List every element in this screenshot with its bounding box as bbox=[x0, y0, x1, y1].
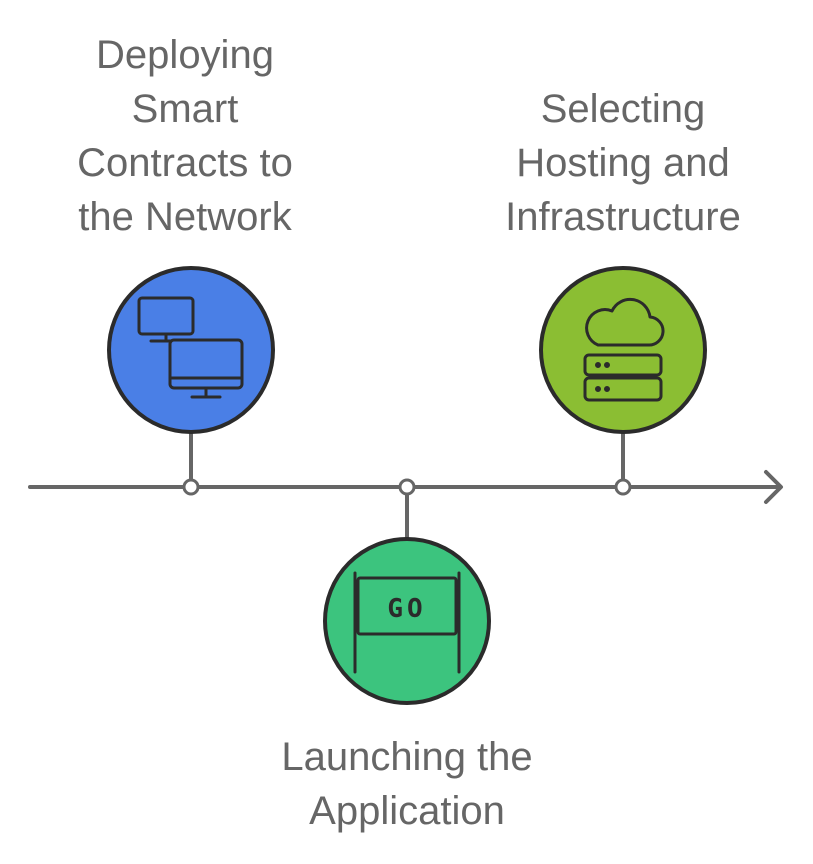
event-label-line: Contracts to bbox=[77, 141, 293, 185]
event-marker-deploying bbox=[182, 478, 200, 496]
event-label-line: Application bbox=[309, 789, 505, 833]
event-circle-launching bbox=[323, 537, 491, 705]
event-label-line: Infrastructure bbox=[505, 195, 741, 239]
event-circle-selecting bbox=[539, 266, 707, 434]
event-marker-selecting bbox=[614, 478, 632, 496]
event-label-launching: Launching the Application bbox=[230, 730, 584, 838]
event-node-launching: GO bbox=[323, 537, 491, 705]
go-sign-text: GO bbox=[387, 594, 426, 624]
event-label-line: Smart bbox=[131, 87, 239, 131]
cloud-server-icon bbox=[583, 297, 665, 402]
computer-monitors-icon bbox=[137, 296, 244, 399]
event-label-line: Hosting and bbox=[516, 141, 730, 185]
event-label-line: Launching the bbox=[281, 735, 533, 779]
event-label-line: the Network bbox=[78, 195, 292, 239]
event-node-selecting bbox=[539, 266, 707, 434]
timeline-arrowhead bbox=[764, 470, 783, 504]
event-label-line: Selecting bbox=[540, 87, 706, 131]
event-marker-launching bbox=[398, 478, 416, 496]
go-sign-icon bbox=[353, 571, 461, 674]
event-label-line: Deploying bbox=[96, 33, 274, 77]
event-label-deploying: Deploying Smart Contracts to the Network bbox=[30, 28, 340, 244]
event-node-deploying bbox=[107, 266, 275, 434]
event-label-selecting: Selecting Hosting and Infrastructure bbox=[467, 82, 779, 244]
